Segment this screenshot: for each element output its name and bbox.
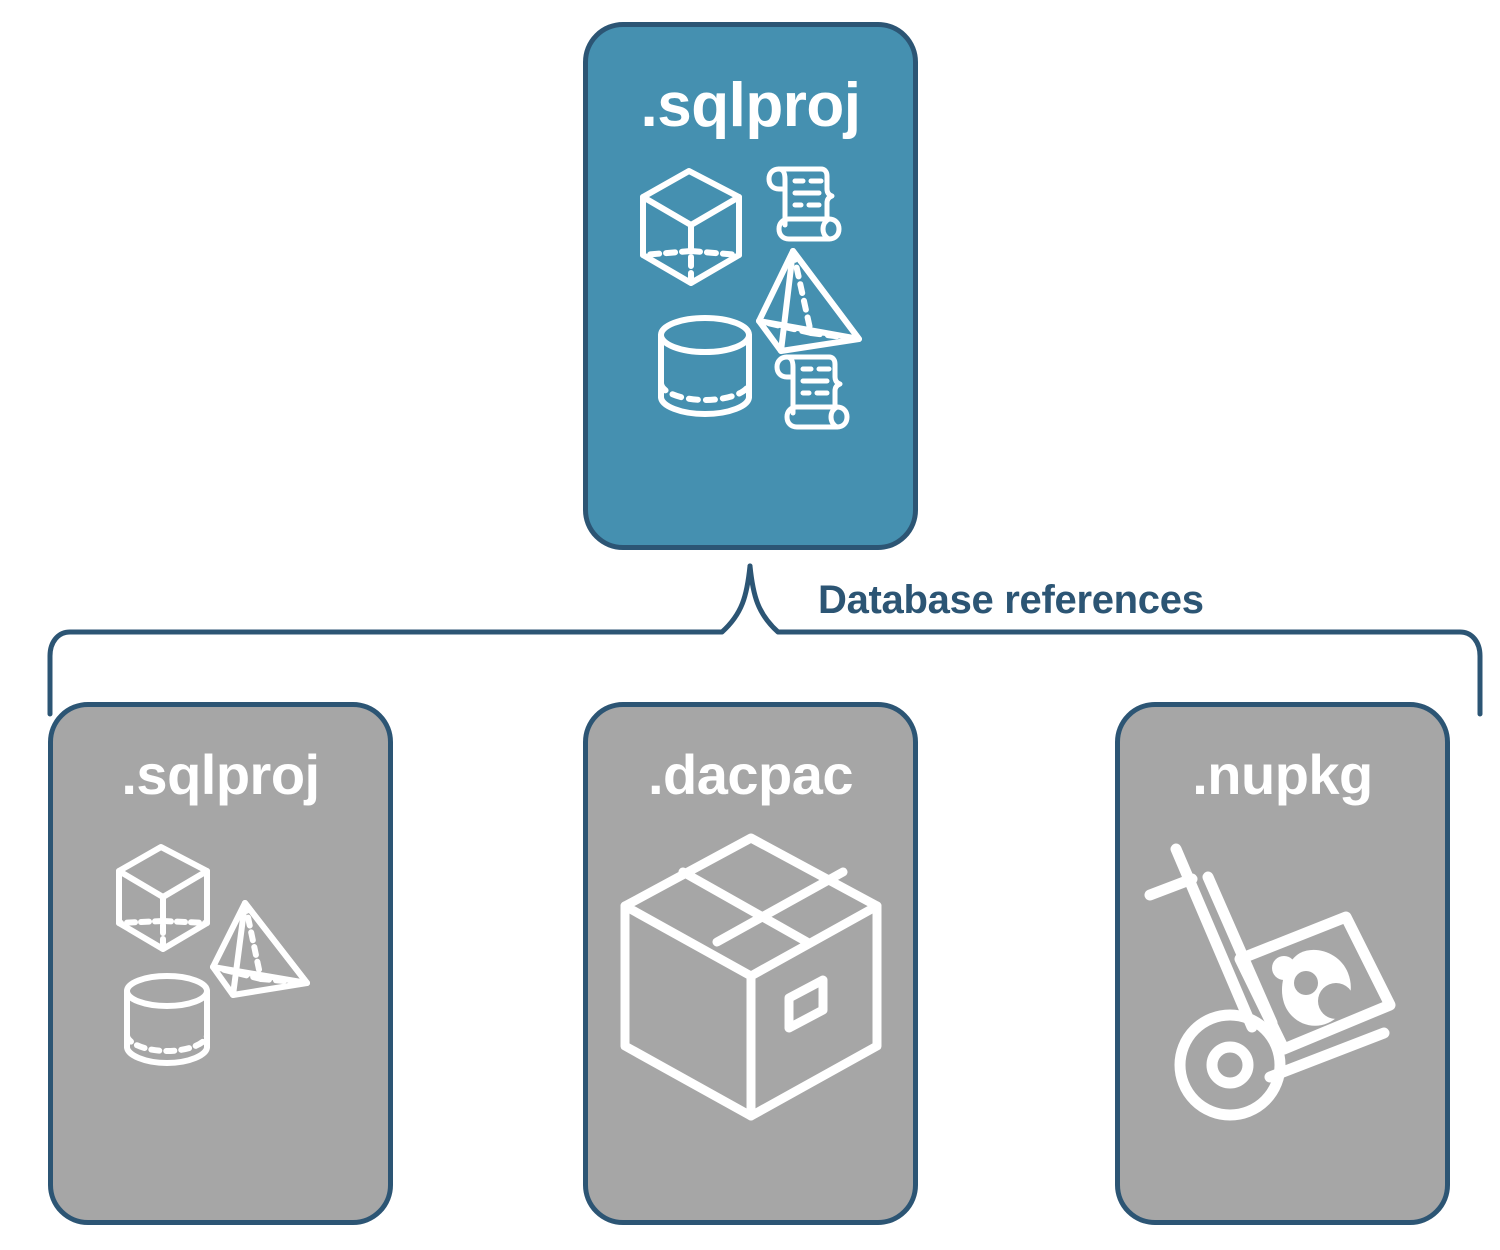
cylinder-icon — [123, 973, 210, 1066]
root-card-icon-group — [631, 155, 871, 435]
pyramid-icon — [209, 900, 310, 998]
scroll-icon — [774, 354, 849, 430]
cylinder-icon — [657, 315, 752, 417]
root-card-title: .sqlproj — [640, 71, 861, 140]
reference-card-nupkg-title: .nupkg — [1192, 743, 1373, 806]
reference-card-sqlproj-icon-group — [101, 843, 341, 1073]
cube-icon — [639, 168, 742, 286]
hand-truck-package-icon — [1144, 843, 1395, 1121]
reference-card-nupkg-icon-group — [1144, 833, 1418, 1123]
pyramid-icon — [755, 248, 862, 354]
reference-card-sqlproj-title: .sqlproj — [121, 743, 320, 806]
package-box-icon — [620, 833, 881, 1121]
scroll-icon — [766, 166, 841, 242]
root-card-sqlproj[interactable]: .sqlproj — [583, 22, 918, 550]
connector-label: Database references — [818, 578, 1204, 622]
reference-card-nupkg[interactable]: .nupkg — [1115, 702, 1450, 1225]
nuget-package-holes — [1293, 971, 1354, 1019]
reference-card-dacpac-title: .dacpac — [647, 743, 854, 806]
reference-card-dacpac-icon-group — [611, 828, 891, 1128]
reference-card-dacpac[interactable]: .dacpac — [583, 702, 918, 1225]
cube-icon — [115, 844, 210, 952]
reference-card-sqlproj[interactable]: .sqlproj — [48, 702, 393, 1225]
